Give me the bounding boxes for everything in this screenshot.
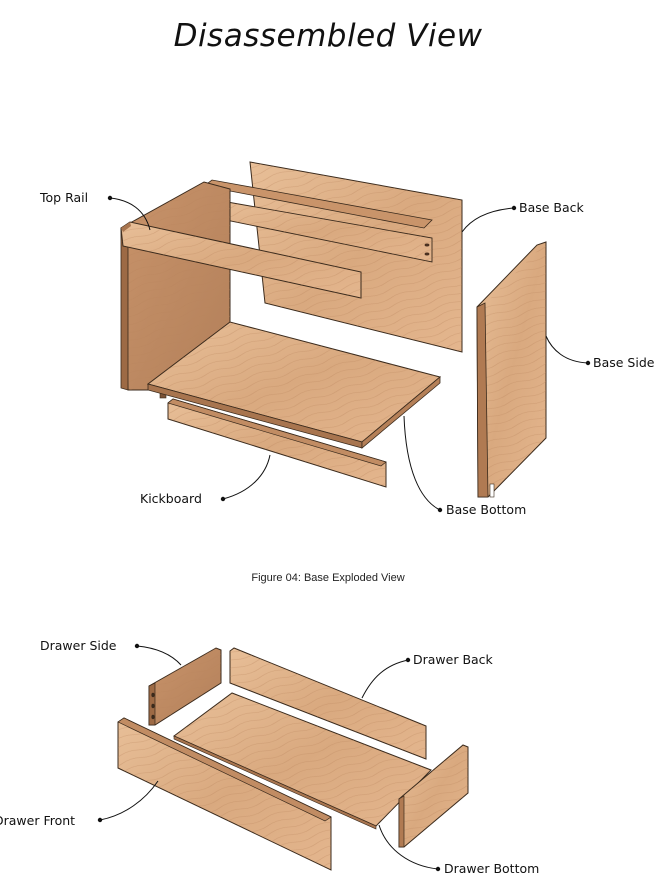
drawer-right-side <box>398 744 469 848</box>
label-base-side: Base Side <box>593 355 655 370</box>
label-drawer-front: Drawer Front <box>0 813 76 828</box>
drawer-left-side <box>148 647 222 726</box>
label-kickboard: Kickboard <box>140 491 202 506</box>
label-drawer-back: Drawer Back <box>413 652 493 667</box>
leader-dots <box>97 195 591 872</box>
leader-drawer-side <box>136 645 182 666</box>
leader-top-rail <box>109 197 151 231</box>
leader-lines <box>99 197 589 870</box>
label-base-back: Base Back <box>519 200 584 215</box>
figure-caption: Figure 04: Base Exploded View <box>251 572 405 584</box>
top-rail <box>120 221 362 299</box>
label-base-bottom: Base Bottom <box>446 502 527 517</box>
leader-base-bottom <box>403 415 441 511</box>
leader-base-side <box>545 335 589 364</box>
drawer-back-panel <box>229 647 427 760</box>
drawer-front-panel <box>117 717 332 871</box>
drawer-bottom-panel <box>173 692 432 830</box>
label-drawer-side: Drawer Side <box>40 638 117 653</box>
base-bottom-panel <box>146 321 442 449</box>
leader-base-back <box>461 207 515 233</box>
leader-drawer-back <box>361 659 409 699</box>
kickboard <box>167 398 387 488</box>
leader-kickboard <box>222 454 271 500</box>
page-title: Disassembled View <box>173 18 483 54</box>
leader-drawer-bottom <box>378 824 439 870</box>
base-back-panel <box>249 161 463 353</box>
leader-drawer-front <box>99 780 159 821</box>
label-drawer-bottom: Drawer Bottom <box>444 861 540 876</box>
label-top-rail: Top Rail <box>40 190 89 205</box>
base-side-panel <box>476 241 547 498</box>
